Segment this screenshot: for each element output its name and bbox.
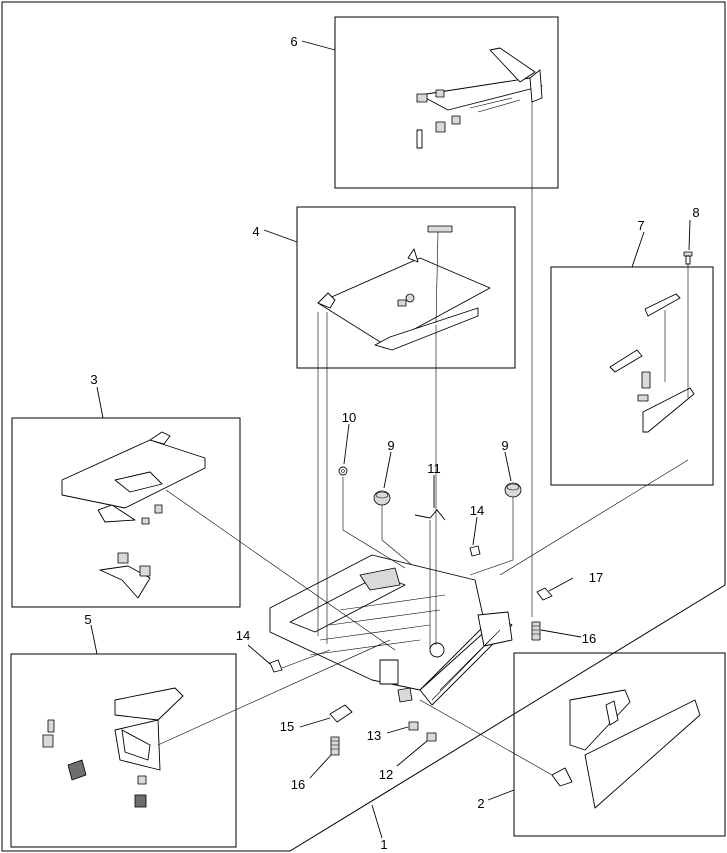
- part-2-front-cover: [552, 690, 700, 808]
- part-11-spring-wire: [415, 510, 445, 520]
- part-15-lever: [330, 705, 352, 722]
- part-6-rear-bracket: [417, 48, 542, 148]
- callout-14-upper: 14: [470, 503, 484, 518]
- part-16-spring-left: [331, 737, 339, 755]
- part-9-roller-right: [505, 483, 521, 497]
- part-9-roller-left: [374, 491, 390, 505]
- part-5-bracket: [43, 688, 183, 807]
- callout-4: 4: [252, 224, 259, 239]
- callout-16-right: 16: [582, 631, 596, 646]
- callout-15: 15: [280, 719, 294, 734]
- part-10-washer: [339, 467, 347, 475]
- callout-5: 5: [84, 612, 91, 627]
- part-17-latch: [537, 588, 552, 600]
- callout-10: 10: [342, 410, 356, 425]
- frame-part-7: [551, 267, 713, 485]
- callout-13: 13: [367, 728, 381, 743]
- callout-2: 2: [477, 796, 484, 811]
- callout-17: 17: [589, 570, 603, 585]
- part-13-pin: [409, 722, 418, 730]
- callout-9-left: 9: [387, 438, 394, 453]
- callout-3: 3: [90, 372, 97, 387]
- part-14-clip-lower: [270, 660, 282, 672]
- part-8-screw: [684, 252, 692, 264]
- part-14-clip-upper: [470, 546, 480, 556]
- part-3-front-guide: [62, 432, 205, 598]
- callout-12: 12: [379, 767, 393, 782]
- callout-14-lower: 14: [236, 628, 250, 643]
- part-12-spring: [427, 733, 436, 741]
- callout-6: 6: [290, 34, 297, 49]
- part-4-lift-plate: [318, 226, 490, 350]
- part-16-spring-right: [532, 622, 540, 640]
- callout-8: 8: [692, 205, 699, 220]
- callout-1: 1: [380, 837, 387, 852]
- callout-11: 11: [427, 461, 441, 476]
- part-1-tray-body: [270, 555, 512, 705]
- callout-16-left: 16: [291, 777, 305, 792]
- part-7-right-guide: [610, 262, 694, 432]
- callout-9-right: 9: [501, 438, 508, 453]
- callout-7: 7: [637, 218, 644, 233]
